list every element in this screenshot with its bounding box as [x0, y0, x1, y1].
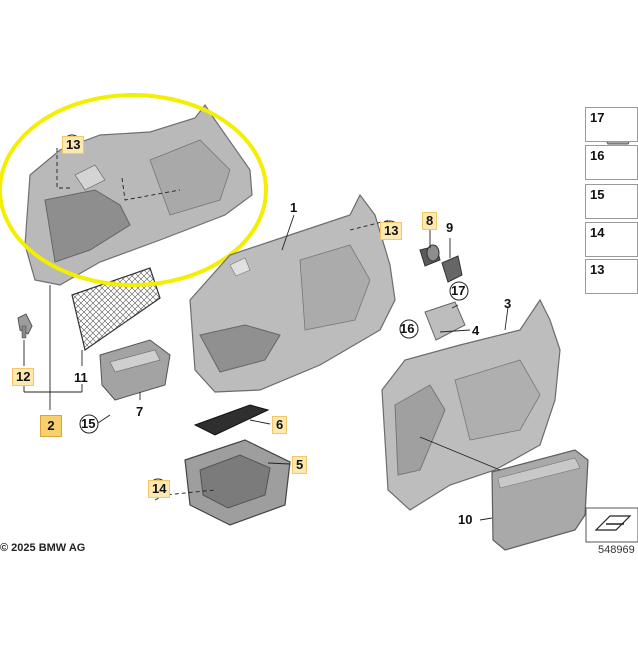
trim-panel-part-2 — [24, 103, 253, 286]
sidebar-part-number: 14 — [590, 225, 605, 240]
callout-1: 1 — [290, 200, 298, 215]
drawing-number: 548969 — [598, 544, 635, 556]
grommet-part-8 — [419, 244, 441, 267]
sidebar-part-17: 17 — [585, 107, 638, 142]
cargo-net-part-11 — [71, 267, 161, 351]
callout-9: 9 — [446, 220, 454, 235]
view-direction-symbol — [585, 507, 638, 543]
storage-box-part-5 — [184, 439, 291, 526]
sidebar-part-number: 13 — [590, 262, 605, 277]
bracket-part-4 — [424, 301, 466, 341]
callout-12: 12 — [12, 368, 35, 386]
callout-7: 7 — [136, 404, 144, 419]
sidebar-part-16: 16 — [585, 145, 638, 180]
callout-6: 6 — [272, 416, 288, 434]
trim-panel-part-1 — [189, 193, 396, 393]
sidebar-part-number: 17 — [590, 110, 605, 125]
leader-lines — [23, 148, 509, 521]
callout-14: 14 — [148, 480, 171, 498]
sidebar-part-13: 13 — [585, 259, 638, 294]
storage-tray-part-7 — [99, 339, 171, 401]
sidebar-part-15: 15 — [585, 184, 638, 219]
trim-panel-part-3 — [381, 298, 561, 511]
callout-2: 2 — [40, 415, 62, 437]
sidebar-part-number: 16 — [590, 148, 605, 163]
copyright-notice: © 2025 BMW AG — [0, 542, 86, 554]
callout-3: 3 — [504, 296, 512, 311]
callout-10: 10 — [458, 512, 473, 527]
callout-4: 4 — [472, 323, 480, 338]
sidebar-part-14: 14 — [585, 222, 638, 257]
callout-8: 8 — [422, 212, 438, 230]
side-cover-part-10 — [491, 449, 589, 551]
sidebar-part-number: 15 — [590, 187, 605, 202]
callout-13-middle: 13 — [380, 222, 403, 240]
callout-5: 5 — [292, 456, 308, 474]
clip-part-12 — [17, 313, 33, 339]
callout-15: 15 — [81, 416, 96, 431]
callout-17: 17 — [451, 283, 466, 298]
mat-part-6 — [193, 404, 270, 436]
cover-part-9 — [441, 255, 463, 283]
callout-13-upper: 13 — [62, 136, 85, 154]
callout-11: 11 — [74, 370, 88, 385]
highlight-ellipse — [0, 93, 268, 287]
callout-16: 16 — [400, 321, 415, 336]
